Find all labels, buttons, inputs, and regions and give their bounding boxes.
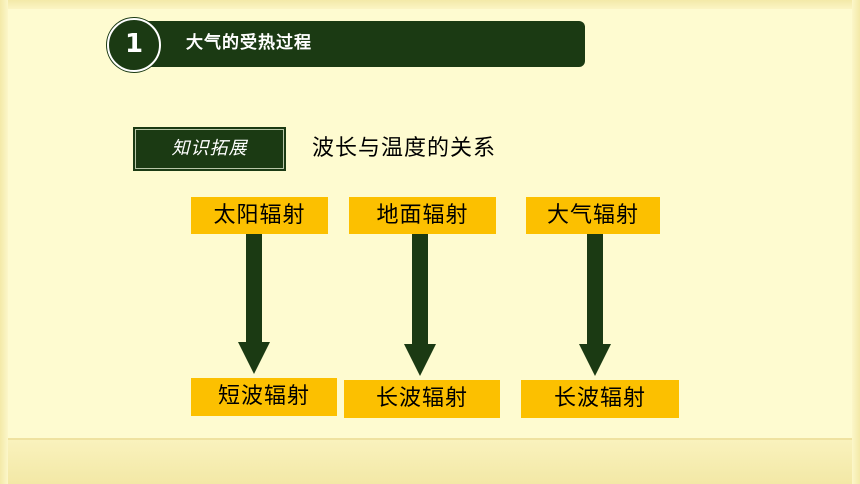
frame-right xyxy=(852,0,860,484)
section-number: 1 xyxy=(124,29,144,59)
down-arrow-icon xyxy=(579,234,611,376)
result-box-shortwave: 短波辐射 xyxy=(191,378,337,416)
knowledge-tag xyxy=(133,127,286,171)
source-box-solar: 太阳辐射 xyxy=(191,197,328,234)
frame-bottom xyxy=(0,440,860,484)
subtitle: 波长与温度的关系 xyxy=(312,136,497,161)
frame-bottom-line xyxy=(0,438,860,440)
frame-left xyxy=(0,0,8,484)
down-arrow-icon xyxy=(238,234,270,374)
slide-title: 大气的受热过程 xyxy=(186,33,312,53)
source-box-ground: 地面辐射 xyxy=(349,197,496,234)
down-arrow-icon xyxy=(404,234,436,376)
title-bar xyxy=(133,21,585,67)
knowledge-tag-label: 知识拓展 xyxy=(171,138,248,159)
frame-top xyxy=(0,0,860,9)
source-box-atmosphere: 大气辐射 xyxy=(526,197,660,234)
result-box-longwave-atmosphere: 长波辐射 xyxy=(521,380,679,418)
result-box-longwave-ground: 长波辐射 xyxy=(344,380,500,418)
section-number-badge xyxy=(107,18,161,72)
